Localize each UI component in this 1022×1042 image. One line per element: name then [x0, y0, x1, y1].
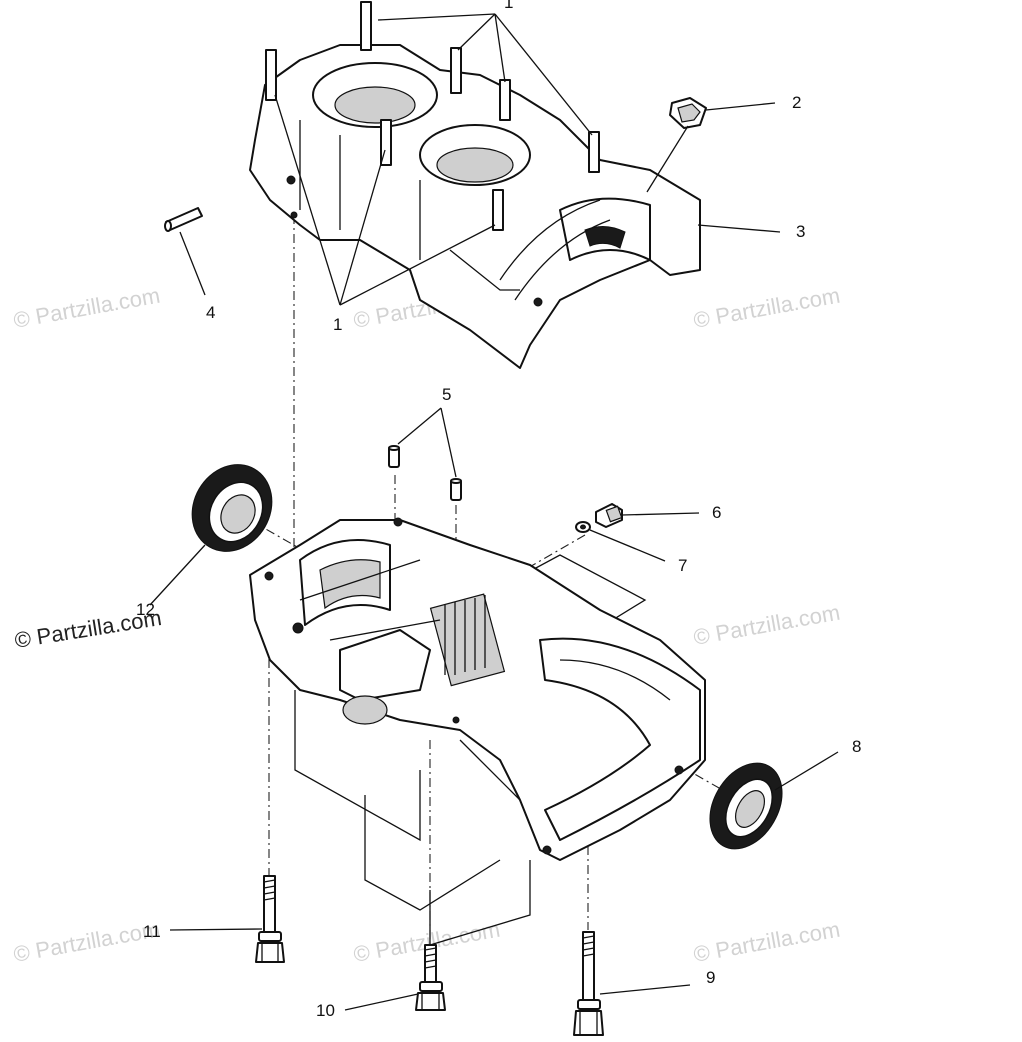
- leader-lines: [149, 13, 839, 1011]
- item-9-bolt: [573, 931, 604, 1036]
- callout-12: 12: [136, 600, 155, 619]
- watermark: © Partzilla.com: [12, 283, 162, 333]
- item-8-oil-seal: [709, 762, 783, 850]
- callout-4: 4: [206, 303, 215, 322]
- callout-6: 6: [712, 503, 721, 522]
- watermark: © Partzilla.com: [692, 283, 842, 333]
- item-5-dowel-pins: [388, 445, 462, 501]
- callout-3: 3: [796, 222, 805, 241]
- callout-2: 2: [792, 93, 801, 112]
- item-6-drain-plug: [595, 503, 623, 528]
- callout-1-bottom: 1: [333, 315, 342, 334]
- watermark: © Partzilla.com: [12, 917, 162, 967]
- item-10-bolt: [415, 944, 446, 1011]
- upper-crankcase: [249, 1, 701, 369]
- watermark-featured: © Partzilla.com: [13, 605, 163, 653]
- callout-labels: 1 1 2 3 4 5 6 7 8 9 10 11 12: [136, 0, 861, 1020]
- item-2-clip: [669, 97, 707, 129]
- watermark: © Partzilla.com: [692, 600, 842, 650]
- item-11-bolt: [255, 875, 285, 963]
- callout-1-top: 1: [504, 0, 513, 12]
- callout-8: 8: [852, 737, 861, 756]
- lower-crankcase: [249, 517, 706, 861]
- callout-7: 7: [678, 556, 687, 575]
- item-7-washer: [575, 521, 591, 533]
- callout-11: 11: [143, 922, 161, 941]
- callout-10: 10: [316, 1001, 335, 1020]
- item-4-dowel-pin: [164, 207, 203, 232]
- callout-9: 9: [706, 968, 715, 987]
- watermark: © Partzilla.com: [692, 917, 842, 967]
- callout-5: 5: [442, 385, 451, 404]
- item-12-oil-seal: [191, 464, 273, 552]
